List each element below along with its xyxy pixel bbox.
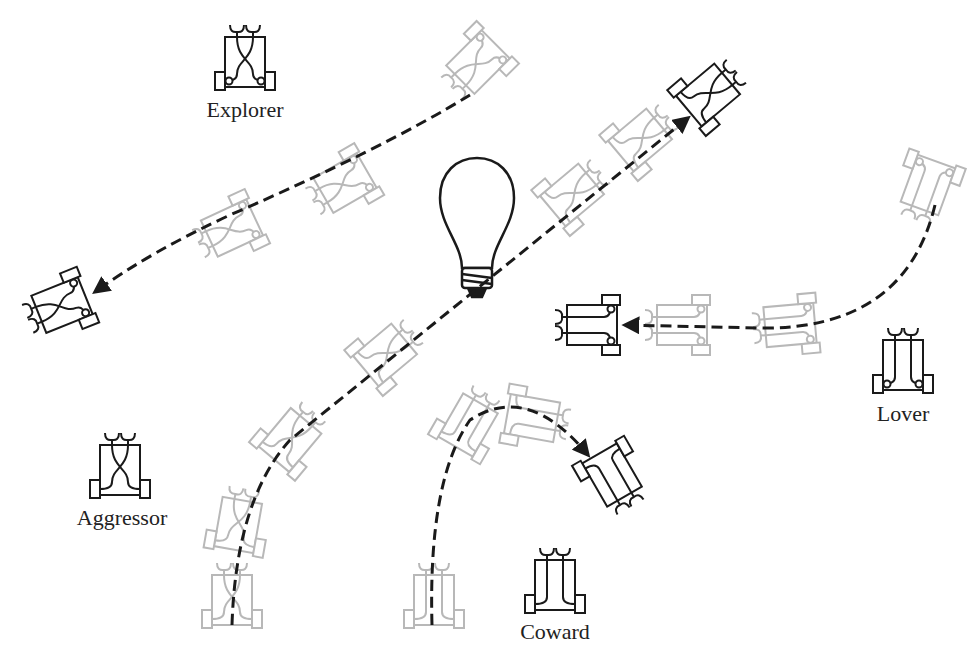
- vehicle-name: Explorer: [207, 98, 284, 122]
- vehicle-name: Coward: [520, 620, 590, 644]
- vehicle-name: Lover: [877, 402, 930, 426]
- light-bulb: [440, 158, 514, 297]
- trajectories: [95, 95, 935, 625]
- vehicle-final: [16, 48, 755, 522]
- vehicle-ghosts: [186, 21, 966, 628]
- vehicle-icons: [90, 25, 933, 613]
- vehicle-name: Aggressor: [77, 506, 167, 530]
